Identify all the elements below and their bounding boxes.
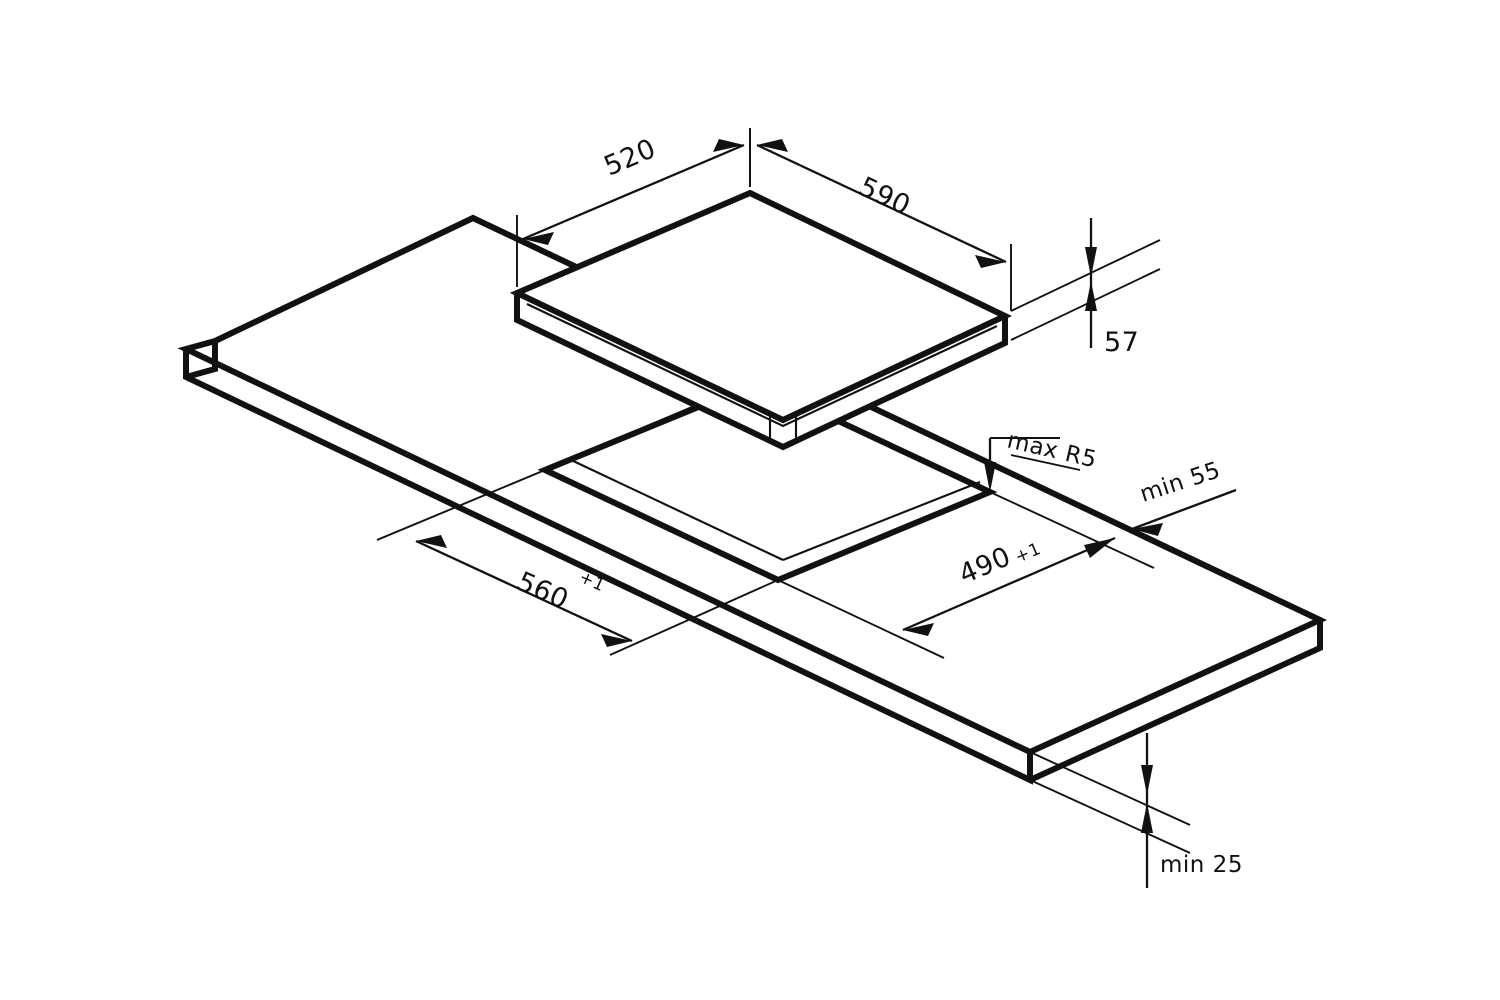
arrowhead-490-left bbox=[903, 623, 934, 636]
cutout-inner-ledge-left bbox=[568, 458, 784, 561]
arrowhead-560-left bbox=[416, 535, 447, 548]
worktop-top-outline bbox=[177, 214, 1328, 756]
cutout-hole-fill bbox=[545, 383, 990, 580]
arrowhead-560-right bbox=[601, 634, 632, 647]
arrowhead-490-right bbox=[1084, 538, 1115, 558]
ext-line-490-near bbox=[777, 579, 945, 659]
dimension-label-min-25: min 25 bbox=[1160, 852, 1243, 878]
arrowhead-520-right bbox=[713, 139, 744, 152]
leader-min-55-group: min 55 bbox=[1131, 457, 1237, 536]
arrowhead-57-top bbox=[1085, 247, 1097, 277]
hob-assembly bbox=[509, 189, 1012, 451]
worktop-left-thickness bbox=[185, 341, 218, 380]
worktop-front-thickness bbox=[183, 349, 1033, 785]
worktop-right-thickness bbox=[1028, 620, 1323, 783]
ext-line-560-left bbox=[376, 469, 546, 541]
arrowhead-57-bottom bbox=[1085, 281, 1097, 311]
ext-line-min25-top bbox=[1029, 751, 1191, 826]
ext-line-57-bottom bbox=[1010, 268, 1161, 341]
leader-line-min-55 bbox=[1131, 488, 1237, 531]
dimension-label-max-r5: max R5 bbox=[1005, 428, 1100, 474]
dimension-min-25-group: min 25 bbox=[1029, 733, 1243, 888]
arrowhead-max-r5 bbox=[984, 462, 996, 492]
arrowhead-min25-top bbox=[1141, 765, 1153, 795]
dim-line-590 bbox=[756, 143, 1007, 264]
hob-top-plate-outline bbox=[509, 189, 1012, 424]
dim-line-520 bbox=[522, 143, 745, 241]
arrowhead-590-right bbox=[975, 255, 1006, 268]
arrowhead-min-55 bbox=[1132, 523, 1163, 536]
dim-line-560 bbox=[415, 539, 633, 643]
hob-front-corner-detail bbox=[768, 414, 798, 441]
ext-line-560-right bbox=[609, 579, 779, 656]
cutout-inner-ledge-right bbox=[782, 481, 981, 561]
dim-line-490 bbox=[902, 536, 1116, 632]
ext-line-57-top bbox=[1010, 239, 1161, 312]
worktop-right-end-face bbox=[1030, 620, 1320, 780]
dimension-57-group: 57 bbox=[1010, 218, 1161, 358]
worktop-front-edge-face bbox=[186, 349, 1030, 780]
hob-rim-trim-line bbox=[526, 303, 998, 428]
dimension-label-520: 520 bbox=[600, 133, 661, 182]
ext-line-490-far bbox=[989, 491, 1155, 569]
ext-line-min25-bottom bbox=[1029, 779, 1191, 854]
dimension-label-57: 57 bbox=[1104, 327, 1139, 358]
leader-underline-max-r5 bbox=[1010, 454, 1081, 471]
hob-top-plate bbox=[517, 193, 1005, 420]
hob-body-outline bbox=[514, 293, 1008, 451]
arrowhead-590-left bbox=[757, 139, 788, 152]
arrowhead-520-left bbox=[523, 232, 554, 245]
arrowhead-min25-bottom bbox=[1141, 803, 1153, 833]
